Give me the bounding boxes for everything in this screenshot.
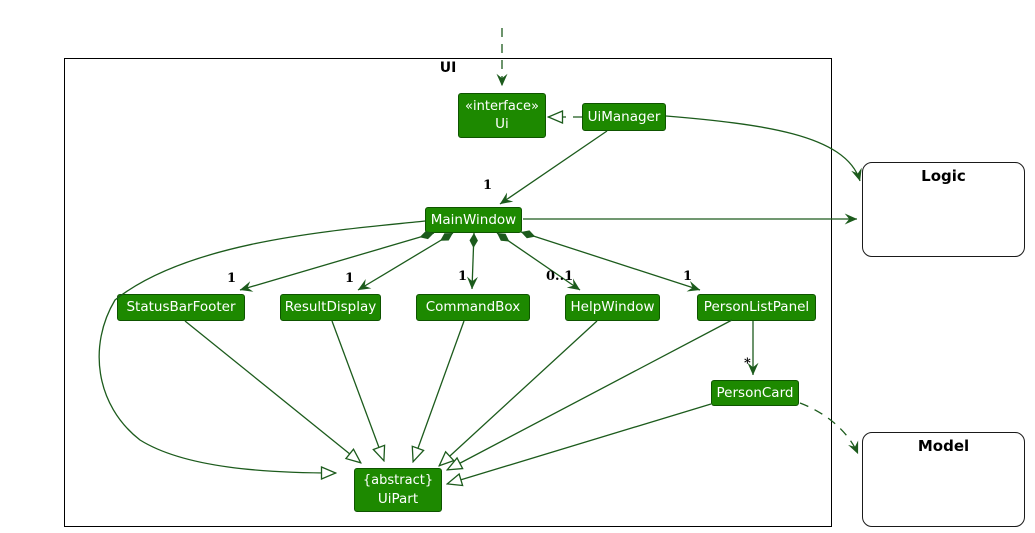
multiplicity-personcard: * xyxy=(744,356,751,371)
class-personcard: PersonCard xyxy=(711,380,799,406)
logic-component: Logic xyxy=(862,162,1025,257)
class-personlistpanel-name: PersonListPanel xyxy=(703,299,810,316)
class-resultdisplay-name: ResultDisplay xyxy=(284,299,377,316)
multiplicity-mainwindow: 1 xyxy=(483,178,493,193)
multiplicity-commandbox: 1 xyxy=(458,269,468,284)
ui-frame xyxy=(64,58,832,527)
class-uipart-name: UiPart xyxy=(377,490,419,507)
class-helpwindow: HelpWindow xyxy=(565,294,660,321)
class-mainwindow-name: MainWindow xyxy=(430,211,517,228)
ui-frame-label: UI xyxy=(439,60,457,76)
model-component-label: Model xyxy=(917,437,970,455)
class-statusbarfooter-name: StatusBarFooter xyxy=(126,299,236,316)
multiplicity-helpwindow: 0..1 xyxy=(546,269,574,284)
class-ui-interface: «interface» Ui xyxy=(458,93,546,138)
class-uimanager-name: UiManager xyxy=(587,108,661,125)
class-personlistpanel: PersonListPanel xyxy=(697,294,816,321)
class-ui-interface-name: Ui xyxy=(495,116,509,133)
multiplicity-personlistpanel: 1 xyxy=(683,269,693,284)
class-resultdisplay: ResultDisplay xyxy=(280,294,381,321)
class-helpwindow-name: HelpWindow xyxy=(570,299,655,316)
logic-component-label: Logic xyxy=(921,167,966,185)
class-mainwindow: MainWindow xyxy=(425,207,522,233)
class-uipart-modifier: {abstract} xyxy=(362,473,434,489)
class-commandbox-name: CommandBox xyxy=(425,299,521,316)
class-uipart: {abstract} UiPart xyxy=(354,468,442,512)
multiplicity-statusbarfooter: 1 xyxy=(227,271,237,286)
class-commandbox: CommandBox xyxy=(416,294,530,321)
class-uimanager: UiManager xyxy=(582,103,666,131)
multiplicity-resultdisplay: 1 xyxy=(345,271,355,286)
model-component: Model xyxy=(862,432,1025,527)
class-personcard-name: PersonCard xyxy=(716,384,794,401)
class-ui-interface-stereotype: «interface» xyxy=(465,98,539,114)
class-statusbarfooter: StatusBarFooter xyxy=(117,294,245,321)
